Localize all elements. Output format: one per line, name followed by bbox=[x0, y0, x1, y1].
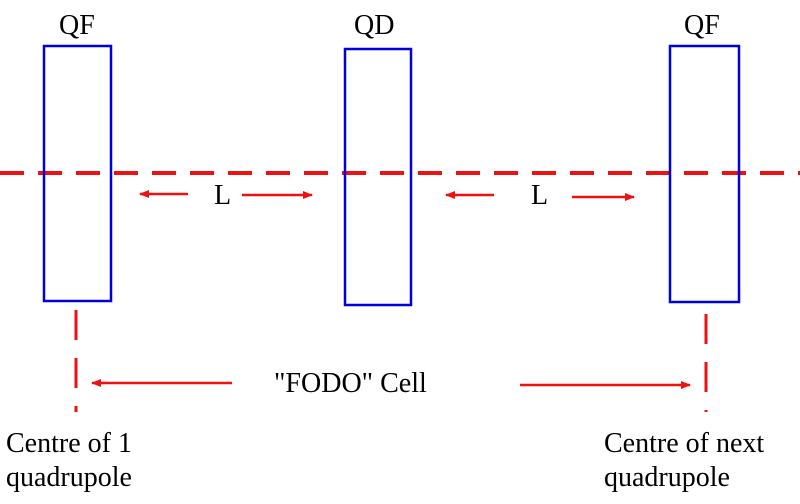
magnet-qd bbox=[343, 47, 413, 307]
fodo-cell-label: "FODO" Cell bbox=[274, 368, 427, 399]
spacing-label-1: L bbox=[214, 180, 232, 211]
magnet-qf-left bbox=[42, 44, 113, 303]
centre-label-right: Centre of next quadrupole bbox=[604, 427, 764, 495]
centre-label-left: Centre of 1 quadrupole bbox=[6, 427, 132, 495]
centre-label-left-line2: quadrupole bbox=[6, 462, 132, 493]
magnet-qf-right bbox=[668, 44, 741, 304]
spacing-label-2: L bbox=[531, 180, 549, 211]
centre-label-left-line1: Centre of 1 bbox=[6, 428, 132, 459]
magnet-label-qf-right: QF bbox=[684, 10, 720, 41]
magnet-label-qf-left: QF bbox=[59, 10, 95, 41]
magnet-label-qd: QD bbox=[354, 10, 395, 41]
centre-label-right-line2: quadrupole bbox=[604, 462, 730, 493]
centre-label-right-line1: Centre of next bbox=[604, 428, 765, 459]
